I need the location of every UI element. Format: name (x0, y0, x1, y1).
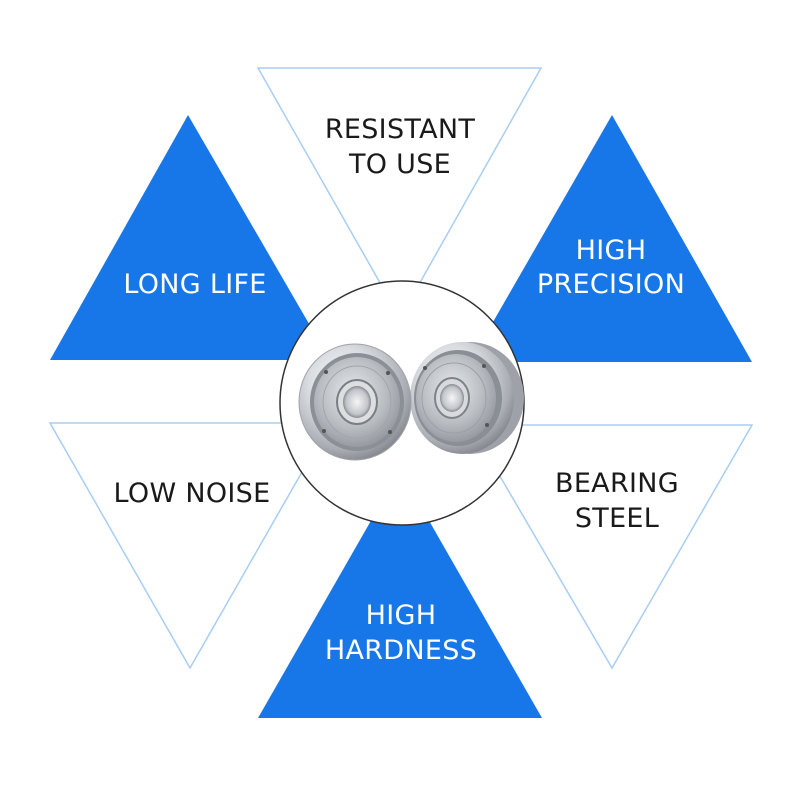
feature-bearing-steel: BEARING STEEL (468, 424, 754, 670)
feature-label-line2: STEEL (575, 503, 659, 534)
outline-triangle (256, 67, 543, 320)
feature-long-life: LONG LIFE (50, 115, 330, 360)
feature-high-precision: HIGH PRECISION (470, 115, 752, 362)
feature-low-noise: LOW NOISE (48, 422, 332, 670)
outline-triangle (468, 424, 754, 670)
feature-resistant-to-use: RESISTANT TO USE (256, 67, 543, 320)
feature-label-line1: RESISTANT (325, 114, 476, 145)
center-bearing-image (279, 280, 525, 526)
feature-label-line1: LOW NOISE (114, 478, 271, 509)
blue-triangle (50, 115, 330, 360)
feature-label-line2: PRECISION (537, 269, 685, 300)
feature-label-line1: HIGH (576, 235, 647, 266)
feature-label-line2: HARDNESS (325, 635, 477, 666)
bearing-left-icon (298, 343, 412, 461)
feature-label-line2: TO USE (348, 149, 451, 180)
feature-high-hardness: HIGH HARDNESS (258, 470, 542, 718)
bearing-right-icon (410, 342, 524, 454)
feature-label-line1: BEARING (555, 468, 679, 499)
blue-triangle (470, 115, 752, 362)
ball-bearings-image (298, 342, 524, 461)
blue-triangle (258, 470, 542, 718)
feature-label-line1: LONG LIFE (123, 269, 266, 300)
feature-label-line1: HIGH (366, 600, 437, 631)
outline-triangle (48, 422, 332, 670)
